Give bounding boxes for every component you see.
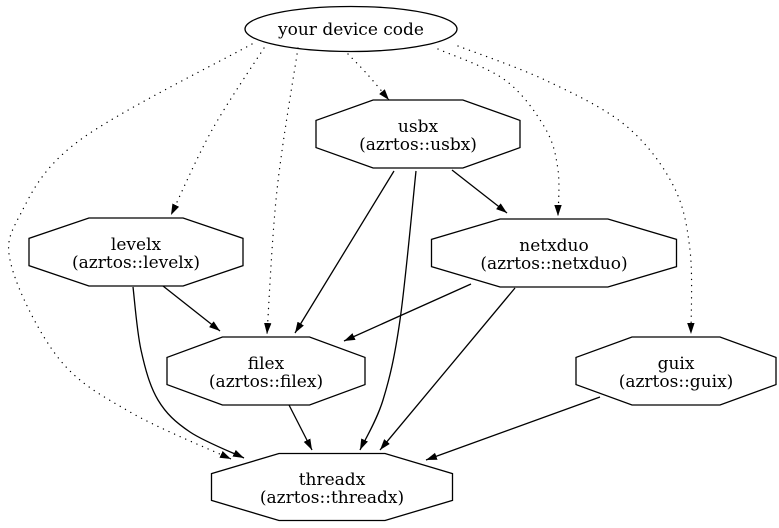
- edge-levelx-filex: [162, 285, 221, 332]
- edge-device-guix: [457, 45, 695, 335]
- node-sublabel: (azrtos::netxduo): [480, 254, 627, 274]
- edge-guix-threadx: [425, 396, 601, 461]
- node-label: netxduo: [519, 236, 589, 256]
- edge-filex-threadx: [288, 404, 313, 451]
- node-usbx: usbx(azrtos::usbx): [315, 99, 521, 169]
- node-sublabel: (azrtos::guix): [619, 372, 734, 392]
- node-label: guix: [658, 354, 695, 374]
- edge-device-filex: [264, 47, 299, 335]
- octagon-shape: [430, 218, 678, 288]
- node-filex: filex(azrtos::filex): [166, 336, 366, 406]
- node-sublabel: (azrtos::filex): [209, 372, 323, 392]
- edge-usbx-netxduo: [451, 169, 508, 214]
- edge-device-usbx: [347, 53, 390, 101]
- node-device: your device code: [244, 5, 458, 53]
- node-label: your device code: [277, 20, 424, 40]
- edge-netxduo-threadx: [379, 287, 516, 451]
- octagon-shape: [210, 452, 454, 522]
- edges-layer: [7, 43, 695, 461]
- node-sublabel: (azrtos::usbx): [359, 135, 477, 155]
- octagon-shape: [166, 336, 366, 406]
- edge-device-levelx: [170, 47, 265, 216]
- edge-device-netxduo: [437, 48, 562, 217]
- node-threadx: threadx(azrtos::threadx): [210, 452, 454, 522]
- edge-levelx-threadx: [132, 286, 245, 459]
- node-levelx: levelx(azrtos::levelx): [28, 217, 244, 287]
- edge-netxduo-filex: [343, 283, 472, 342]
- octagon-shape: [28, 217, 244, 287]
- edge-usbx-threadx: [359, 170, 417, 451]
- node-sublabel: (azrtos::levelx): [72, 253, 200, 273]
- node-label: usbx: [398, 117, 439, 137]
- octagon-shape: [315, 99, 521, 169]
- node-guix: guix(azrtos::guix): [575, 336, 777, 406]
- ellipse-shape: [244, 5, 458, 53]
- octagon-shape: [575, 336, 777, 406]
- edge-usbx-filex: [294, 170, 395, 334]
- node-label: levelx: [111, 235, 162, 255]
- nodes-layer: your device codeusbx(azrtos::usbx)levelx…: [28, 5, 777, 522]
- node-label: threadx: [299, 470, 366, 490]
- node-sublabel: (azrtos::threadx): [260, 488, 404, 508]
- node-label: filex: [248, 354, 285, 374]
- node-netxduo: netxduo(azrtos::netxduo): [430, 218, 678, 288]
- edge-device-threadx: [7, 43, 253, 460]
